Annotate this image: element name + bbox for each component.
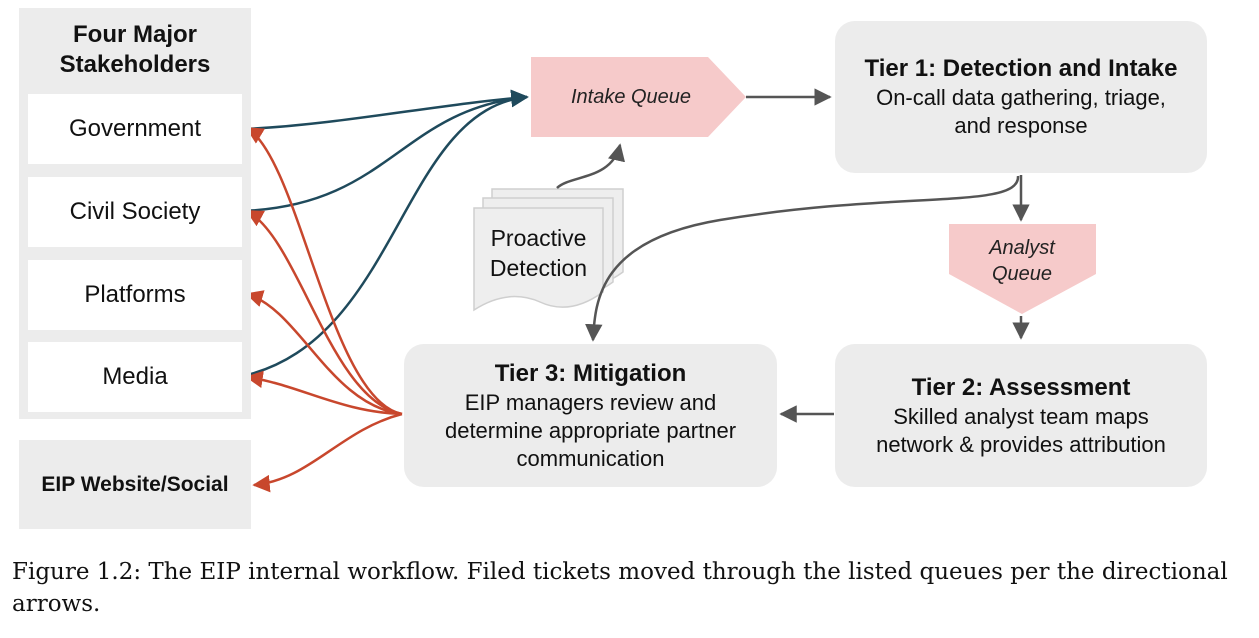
figure-caption: Figure 1.2: The EIP internal workflow. F… [12, 559, 1228, 617]
tier3-box: Tier 3: Mitigation EIP managers review a… [404, 344, 777, 487]
arrow-civil-society-to-intake [242, 89, 529, 213]
arrow-tier3-to-website [252, 412, 403, 493]
arrow-proactive-to-intake [556, 143, 626, 189]
proactive-detection-stack [473, 188, 624, 312]
stakeholder-platforms: Platforms [28, 260, 242, 330]
analyst-queue-shape [949, 224, 1096, 314]
tier2-title: Tier 2: Assessment [911, 373, 1131, 401]
outbound-arrows [245, 126, 403, 493]
tier1-body: On-call data gathering, triage, and resp… [876, 85, 1166, 138]
tier1-title: Tier 1: Detection and Intake [864, 55, 1178, 82]
arrow-media-to-intake [242, 89, 529, 378]
arrow-tier3-to-civil-society [245, 209, 403, 416]
analyst-queue-label: Analyst Queue [989, 237, 1055, 285]
tier1-box: Tier 1: Detection and Intake On-call dat… [835, 21, 1207, 173]
arrow-tier3-to-media [245, 370, 403, 416]
inbound-arrows [242, 89, 529, 378]
flow-arrows [556, 88, 1030, 423]
tier2-body: Skilled analyst team maps network & prov… [876, 403, 1166, 457]
stakeholder-media: Media [28, 342, 242, 412]
intake-queue-shape [531, 57, 746, 137]
arrow-tier3-to-platforms [245, 290, 403, 416]
stakeholder-government: Government [28, 94, 242, 164]
stakeholders-title: Four Major Stakeholders [59, 21, 211, 78]
eip-website-box: EIP Website/Social [19, 440, 251, 529]
tier2-box: Tier 2: Assessment Skilled analyst team … [835, 344, 1207, 487]
stakeholder-civil-society: Civil Society [28, 177, 242, 247]
stakeholders-panel: Four Major Stakeholders Government Civil… [19, 8, 251, 419]
intake-queue-label: Intake Queue [570, 85, 692, 108]
arrow-government-to-intake [242, 89, 529, 131]
arrow-tier1-to-tier3 [585, 175, 1020, 342]
arrow-tier3-to-government [245, 126, 403, 416]
proactive-detection-label: Proactive Detection [489, 225, 588, 281]
tier3-body: EIP managers review and determine approp… [444, 389, 737, 471]
tier3-title: Tier 3: Mitigation [494, 359, 687, 387]
